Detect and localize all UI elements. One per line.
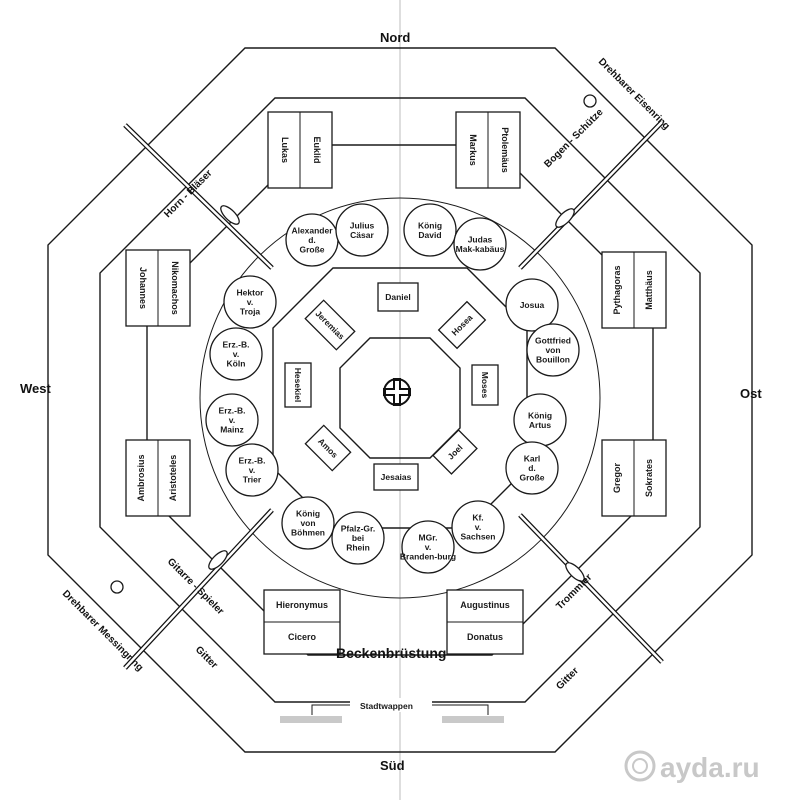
prophet-daniel: Daniel	[377, 282, 419, 312]
outer-figure-name: Ambrosius	[136, 454, 146, 501]
outer-figure-name: Lukas	[280, 137, 290, 163]
dir-north: Nord	[380, 30, 410, 45]
outer-figure-name: Matthäus	[644, 270, 654, 310]
grille-left-label: Gitter	[193, 644, 220, 671]
middle-octagon	[99, 97, 701, 703]
svg-text:ayda.ru: ayda.ru	[660, 752, 760, 783]
coat-of-arms: Stadtwappen	[280, 698, 504, 723]
prophet-label: Hesekiel	[293, 368, 303, 403]
basin-label: Beckenbrüstung	[336, 645, 446, 661]
horn-rod	[123, 123, 274, 270]
drum-rod	[518, 513, 664, 664]
watermark: ayda.ru	[624, 750, 760, 783]
outer-figure-name: Euklid	[312, 136, 322, 163]
outer-octagon	[47, 47, 753, 753]
iron-ring-marker	[583, 94, 597, 108]
outer-figure-name: Pythagoras	[612, 265, 622, 314]
center-octagon	[339, 337, 461, 459]
dir-south: Süd	[380, 758, 405, 773]
box-ptolemaus-markus: Ptolemäus Markus	[455, 111, 521, 189]
medallion-trier: Erz.-B.v.Trier	[225, 443, 279, 497]
medallion-label: Erz.-B.v.Trier	[239, 456, 266, 485]
outer-figure-name: Johannes	[138, 267, 148, 309]
medallion-josua: Josua	[505, 278, 559, 332]
medallion-label: Erz.-B.v.Mainz	[219, 406, 246, 435]
prophet-label: Jesaias	[381, 472, 412, 482]
brass-ring-marker	[110, 580, 124, 594]
horn-player-label: Horn - Bläser	[162, 168, 214, 220]
outer-figure-name: Donatus	[467, 632, 503, 642]
prophet-jesaias: Jesaias	[373, 463, 419, 491]
medallion-label: Erz.-B.v.Köln	[223, 340, 250, 369]
prophet-label: Moses	[480, 372, 490, 399]
medallion-label: MGr.v.Branden-burg	[400, 533, 456, 562]
outer-figure-name: Aristoteles	[168, 455, 178, 502]
box-pythagoras-matthaus: Pythagoras Matthäus	[601, 251, 667, 329]
dir-west: West	[20, 381, 51, 396]
inner-octagon	[146, 144, 654, 656]
medallion-mainz: Erz.-B.v.Mainz	[205, 393, 259, 447]
box-euklid-lukas: Euklid Lukas	[267, 111, 333, 189]
box-ambrosius-aristoteles: Ambrosius Aristoteles	[125, 439, 191, 517]
outer-figure-name: Markus	[468, 134, 478, 166]
ring-circle-outer	[199, 197, 601, 599]
svg-text:Stadtwappen: Stadtwappen	[360, 701, 413, 711]
prophet-moses: Moses	[471, 364, 499, 406]
bow-rod	[518, 120, 664, 270]
outer-figure-name: Augustinus	[460, 600, 510, 610]
prophet-jeremias: Jeremias	[304, 299, 356, 351]
medallion-label: Kf.v.Sachsen	[461, 513, 496, 542]
guitar-rod	[123, 508, 274, 670]
outer-figure-name: Hieronymus	[276, 600, 328, 610]
medallion-sachsen: Kf.v.Sachsen	[451, 500, 505, 554]
bow-shooter-label: Bogen - Schütze	[542, 107, 605, 170]
medallion-label: Josua	[520, 300, 545, 310]
outer-figure-name: Sokrates	[644, 459, 654, 497]
prophet-joel: Joel	[432, 429, 478, 475]
outer-figure-name: Nikomachos	[170, 261, 180, 315]
prophet-amos: Amos	[304, 424, 352, 472]
prophet-label: Daniel	[385, 292, 411, 302]
medallion-brandenburg: MGr.v.Branden-burg	[400, 520, 456, 574]
prophet-hesekiel: Hesekiel	[284, 362, 312, 408]
outer-figure-name: Gregor	[612, 463, 622, 494]
prophet-hosea: Hosea	[437, 300, 487, 350]
outer-figure-name: Cicero	[288, 632, 317, 642]
dir-east: Ost	[740, 386, 762, 401]
center-cross-icon	[383, 378, 411, 406]
medallion-koln: Erz.-B.v.Köln	[209, 327, 263, 381]
box-nikomachos-johannes: Nikomachos Johannes	[125, 249, 191, 327]
outer-figure-name: Ptolemäus	[500, 127, 510, 173]
box-gregor-sokrates: Gregor Sokrates	[601, 439, 667, 517]
